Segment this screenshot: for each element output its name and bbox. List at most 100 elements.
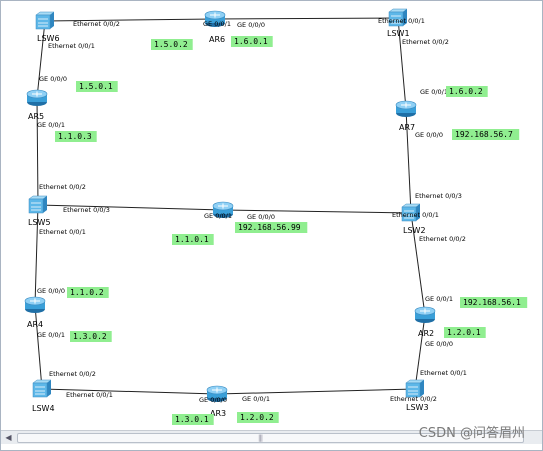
router-icon[interactable] xyxy=(206,385,228,402)
labels-layer: LSW6AR6LSW1AR5AR7LSW5AR1LSW2AR4AR2LSW4AR… xyxy=(27,17,528,425)
ip-address-label[interactable]: 1.3.0.1 xyxy=(172,414,214,425)
router-icon[interactable] xyxy=(24,296,46,313)
port-label: GE 0/0/0 xyxy=(199,396,227,404)
port-label: Ethernet 0/0/2 xyxy=(419,235,466,243)
port-label: Ethernet 0/0/2 xyxy=(402,38,449,46)
port-label: GE 0/0/1 xyxy=(204,212,232,220)
link-ar1-lsw2[interactable] xyxy=(222,209,412,214)
ip-address-label[interactable]: 1.5.0.1 xyxy=(76,81,118,92)
ip-address-label[interactable]: 192.168.56.7 xyxy=(452,129,520,140)
topology-diagram: LSW6AR6LSW1AR5AR7LSW5AR1LSW2AR4AR2LSW4AR… xyxy=(24,8,528,425)
port-label: GE 0/0/0 xyxy=(415,131,443,139)
ip-address-text: 1.6.0.1 xyxy=(234,37,268,46)
ip-address-text: 192.168.56.1 xyxy=(463,298,521,307)
link-ar6-lsw1[interactable] xyxy=(214,17,399,20)
port-label: Ethernet 0/0/2 xyxy=(390,395,437,403)
ip-address-label[interactable]: 1.6.0.1 xyxy=(231,36,273,47)
scroll-left-arrow-icon[interactable]: ◀ xyxy=(5,433,12,442)
switch-icon[interactable] xyxy=(401,203,421,222)
port-label: Ethernet 0/0/1 xyxy=(39,228,86,236)
switch-icon[interactable] xyxy=(405,379,425,398)
ip-address-text: 1.3.0.2 xyxy=(73,332,107,341)
ip-address-text: 1.2.0.1 xyxy=(447,328,481,337)
port-label: Ethernet 0/0/1 xyxy=(66,391,113,399)
port-label: Ethernet 0/0/2 xyxy=(39,183,86,191)
ip-address-text: 1.2.0.2 xyxy=(240,413,274,422)
device-label-lsw6: LSW6 xyxy=(37,34,60,43)
device-label-lsw3: LSW3 xyxy=(406,403,429,412)
switch-icon[interactable] xyxy=(28,195,48,214)
port-label: GE 0/0/0 xyxy=(237,21,265,29)
switch-icon[interactable] xyxy=(388,8,408,27)
ip-address-label[interactable]: 1.2.0.1 xyxy=(444,327,486,338)
port-label: GE 0/0/0 xyxy=(247,213,275,221)
router-icon[interactable] xyxy=(395,100,417,117)
ip-address-text: 1.1.0.2 xyxy=(70,288,104,297)
ip-address-text: 1.1.0.3 xyxy=(58,132,92,141)
ip-address-label[interactable]: 1.3.0.2 xyxy=(70,331,112,342)
router-icon[interactable] xyxy=(414,306,436,323)
ip-address-label[interactable]: 1.1.0.3 xyxy=(55,131,97,142)
link-lsw6-ar6[interactable] xyxy=(44,18,216,22)
device-label-ar7: AR7 xyxy=(399,123,415,132)
scrollbar-grip-icon: ||| xyxy=(258,434,263,442)
port-label: Ethernet 0/0/3 xyxy=(63,206,110,214)
ip-address-label[interactable]: 1.2.0.2 xyxy=(237,412,279,423)
device-label-lsw5: LSW5 xyxy=(28,218,51,227)
port-label: Ethernet 0/0/1 xyxy=(378,17,425,25)
device-label-ar6: AR6 xyxy=(209,35,225,44)
ip-address-text: 192.168.56.99 xyxy=(238,223,301,232)
port-label: GE 0/0/1 xyxy=(37,331,65,339)
port-label: GE 0/0/0 xyxy=(37,287,65,295)
port-label: Ethernet 0/0/1 xyxy=(420,369,467,377)
ip-address-label[interactable]: 192.168.56.99 xyxy=(235,222,308,233)
link-lsw5-ar4[interactable] xyxy=(34,204,39,306)
link-ar5-lsw5[interactable] xyxy=(36,97,39,206)
link-ar7-lsw2[interactable] xyxy=(405,108,412,214)
link-lsw4-ar3[interactable] xyxy=(41,388,218,395)
device-label-ar2: AR2 xyxy=(418,329,434,338)
port-label: GE 0/0/1 xyxy=(420,88,448,96)
horizontal-scrollbar[interactable]: ◀ ||| xyxy=(1,430,542,444)
link-lsw1-ar7[interactable] xyxy=(397,17,407,110)
watermark: CSDN @问答眉州 xyxy=(418,426,525,441)
port-label: GE 0/0/1 xyxy=(242,395,270,403)
router-icon[interactable] xyxy=(212,201,234,218)
port-label: Ethernet 0/0/3 xyxy=(415,192,462,200)
port-label: GE 0/0/0 xyxy=(39,75,67,83)
port-label: GE 0/0/0 xyxy=(425,340,453,348)
link-lsw5-ar1[interactable] xyxy=(37,204,224,211)
port-label: GE 0/0/1 xyxy=(203,20,231,28)
switch-icon[interactable] xyxy=(32,379,52,398)
device-label-ar5: AR5 xyxy=(28,112,44,121)
ip-address-label[interactable]: 1.1.0.2 xyxy=(67,287,109,298)
ip-address-label[interactable]: 1.1.0.1 xyxy=(172,234,214,245)
device-label-lsw4: LSW4 xyxy=(32,404,55,413)
link-lsw6-ar5[interactable] xyxy=(36,20,46,99)
ip-address-text: 1.3.0.1 xyxy=(175,415,209,424)
links-layer xyxy=(34,17,426,395)
scrollbar-thumb[interactable]: ||| xyxy=(17,433,524,443)
router-icon[interactable] xyxy=(204,10,226,27)
port-label: Ethernet 0/0/1 xyxy=(48,42,95,50)
port-label: Ethernet 0/0/2 xyxy=(73,20,120,28)
link-ar3-lsw3[interactable] xyxy=(216,388,416,395)
port-label: Ethernet 0/0/1 xyxy=(392,211,439,219)
link-ar4-lsw4[interactable] xyxy=(34,304,43,390)
device-label-lsw2: LSW2 xyxy=(403,226,426,235)
router-icon[interactable] xyxy=(26,89,48,106)
ip-address-text: 1.6.0.2 xyxy=(449,87,483,96)
link-lsw2-ar2[interactable] xyxy=(410,212,426,316)
ip-address-label[interactable]: 1.6.0.2 xyxy=(446,86,488,97)
ip-address-text: 1.5.0.1 xyxy=(79,82,113,91)
ip-address-label[interactable]: 192.168.56.1 xyxy=(460,297,528,308)
devices-layer xyxy=(24,8,436,402)
device-label-lsw1: LSW1 xyxy=(387,29,410,38)
link-ar2-lsw3[interactable] xyxy=(414,314,426,390)
port-label: Ethernet 0/0/2 xyxy=(49,370,96,378)
port-label: GE 0/0/1 xyxy=(37,121,65,129)
switch-icon[interactable] xyxy=(35,11,55,30)
device-label-ar4: AR4 xyxy=(27,320,43,329)
ip-address-label[interactable]: 1.5.0.2 xyxy=(151,39,193,50)
